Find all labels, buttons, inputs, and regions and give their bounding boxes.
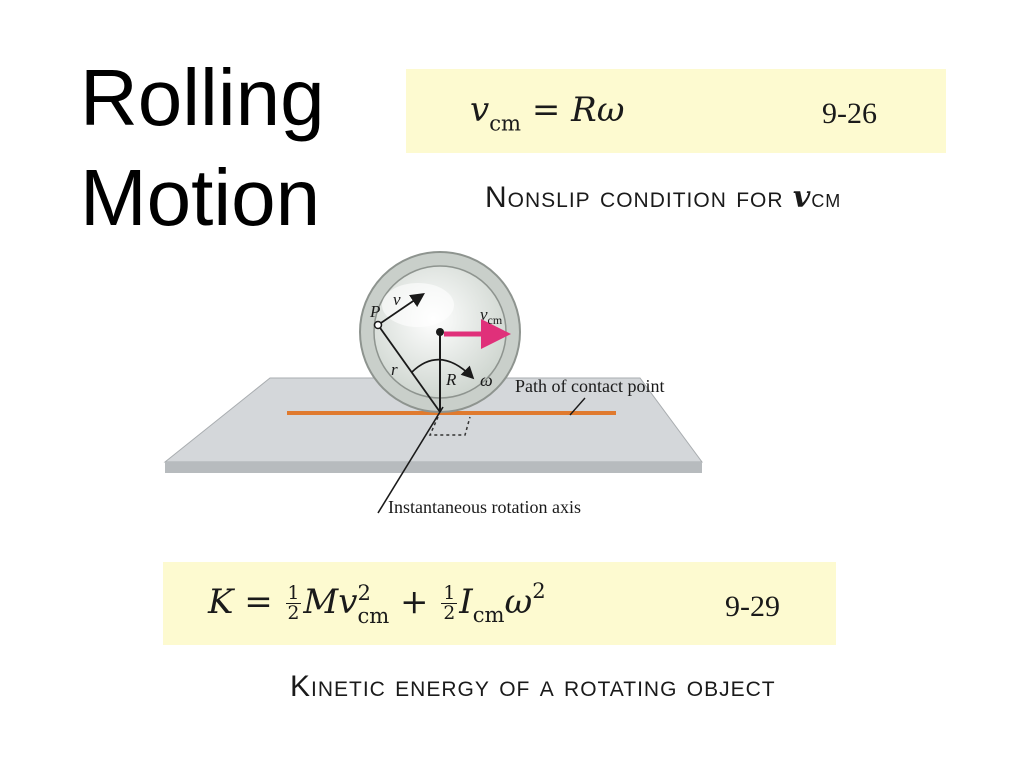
caption-nonslip-text: Nonslip condition for xyxy=(485,181,784,214)
path-label-leader xyxy=(569,397,586,416)
caption-kinetic-energy: Kinetic energy of a rotating object xyxy=(290,670,776,703)
caption-nonslip-v: v xyxy=(792,180,812,215)
eq2-half-1-den: 2 xyxy=(287,603,300,625)
eq1-sub-cm: cm xyxy=(489,110,522,136)
equation-9-29-box xyxy=(163,562,836,645)
r-line xyxy=(377,324,441,413)
eq2-I-sub: cm xyxy=(472,602,505,628)
rolling-wheel-diagram: P v vcm r R ω Path of contact point Inst… xyxy=(163,251,703,517)
label-v: v xyxy=(393,290,401,309)
point-P xyxy=(373,320,383,330)
center-point xyxy=(436,328,444,336)
caption-nonslip-sub: CM xyxy=(811,191,842,211)
eq2-equals: = xyxy=(233,581,284,622)
omega-arc xyxy=(411,358,475,380)
eq2-omega-sup: 2 xyxy=(532,578,546,603)
label-R: R xyxy=(445,370,457,389)
rotation-axis-line xyxy=(377,406,444,514)
label-vcm-sub: cm xyxy=(488,313,503,327)
eq2-half-1-num: 1 xyxy=(285,582,302,605)
equation-9-26-box xyxy=(406,69,946,153)
label-r: r xyxy=(391,360,398,379)
label-P: P xyxy=(369,302,380,321)
caption-nonslip: Nonslip condition for vCM xyxy=(485,180,841,215)
equation-number-9-29: 9-29 xyxy=(725,590,780,623)
eq2-plus: + xyxy=(389,581,440,622)
label-omega: ω xyxy=(480,370,493,390)
eq1-v: v xyxy=(470,90,490,130)
equation-9-26: vcm = Rω xyxy=(470,90,624,135)
label-instantaneous-rotation-axis: Instantaneous rotation axis xyxy=(388,497,581,517)
eq2-half-2-den: 2 xyxy=(443,603,456,625)
eq2-I: I xyxy=(459,581,473,622)
label-vcm-v: v xyxy=(480,305,488,324)
eq2-v: v xyxy=(338,581,358,622)
eq2-v-sup: 2 xyxy=(357,579,371,605)
dashed-projection xyxy=(428,416,471,436)
slide-title: Rolling Motion xyxy=(80,48,325,248)
eq2-half-2-num: 1 xyxy=(441,582,458,605)
inclined-plane xyxy=(163,377,703,473)
eq2-K: K xyxy=(208,581,234,622)
eq2-omega: ω xyxy=(504,581,533,622)
label-vcm: vcm xyxy=(480,305,503,327)
eq1-omega: ω xyxy=(596,90,625,130)
v-arrow xyxy=(377,292,425,326)
title-line-2: Motion xyxy=(80,153,321,242)
eq1-R: R xyxy=(571,90,597,130)
label-path-of-contact-point: Path of contact point xyxy=(515,376,664,396)
eq2-v-sub: cm xyxy=(357,602,390,628)
eq1-equals: = xyxy=(521,90,572,130)
equation-number-9-26: 9-26 xyxy=(822,97,877,130)
title-line-1: Rolling xyxy=(80,53,325,142)
eq2-M: M xyxy=(303,581,339,622)
